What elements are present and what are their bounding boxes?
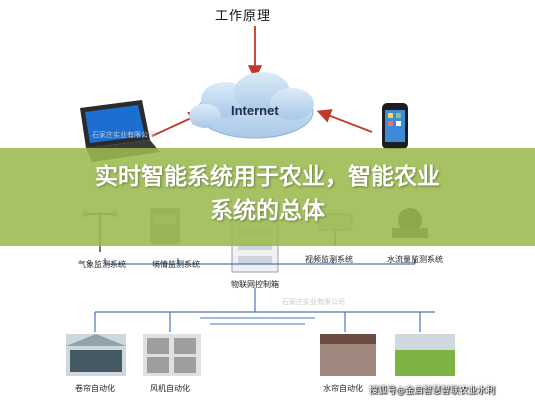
- wet-curtain-auto-label: 水帘自动化: [323, 384, 363, 393]
- actuator-bus-lines: [94, 288, 435, 332]
- controller-label: 物联网控制箱: [231, 280, 279, 289]
- greenhouse-curtain-photo: [66, 334, 126, 376]
- phone-icon: [382, 103, 408, 149]
- curtain-auto-label: 卷帘自动化: [75, 384, 115, 393]
- water-system-label: 水流量监测系统: [387, 255, 443, 264]
- sunshade-photo: [395, 334, 455, 376]
- diagram-title: 工作原理: [215, 9, 272, 24]
- banner-line-2: 系统的总体: [210, 198, 325, 224]
- weather-system-label: 气象监测系统: [78, 260, 126, 269]
- internet-cloud-label: Internet: [231, 103, 279, 118]
- video-system-label: 视频监测系统: [305, 255, 353, 264]
- watermark-mid: 石家庄实业有限公司: [282, 298, 345, 306]
- banner-line-1: 实时智能系统用于农业，智能农业: [95, 164, 440, 190]
- watermark-top: 石家庄实业有限公司: [92, 131, 155, 139]
- internet-cloud: [189, 72, 314, 139]
- banner-headline: 实时智能系统用于农业，智能农业 系统的总体: [0, 160, 535, 228]
- sensor-bus-lines: [104, 258, 416, 265]
- title-banner: [0, 148, 535, 246]
- wet-curtain-photo: [320, 334, 376, 376]
- fan-wall-photo: [143, 334, 201, 376]
- arrow-phone-to-cloud: [316, 109, 373, 133]
- source-watermark: 搜狐号@金启智慧智联农业水利: [369, 386, 496, 396]
- fan-auto-label: 风机自动化: [150, 384, 190, 393]
- soil-system-label: 墒情监测系统: [152, 260, 200, 269]
